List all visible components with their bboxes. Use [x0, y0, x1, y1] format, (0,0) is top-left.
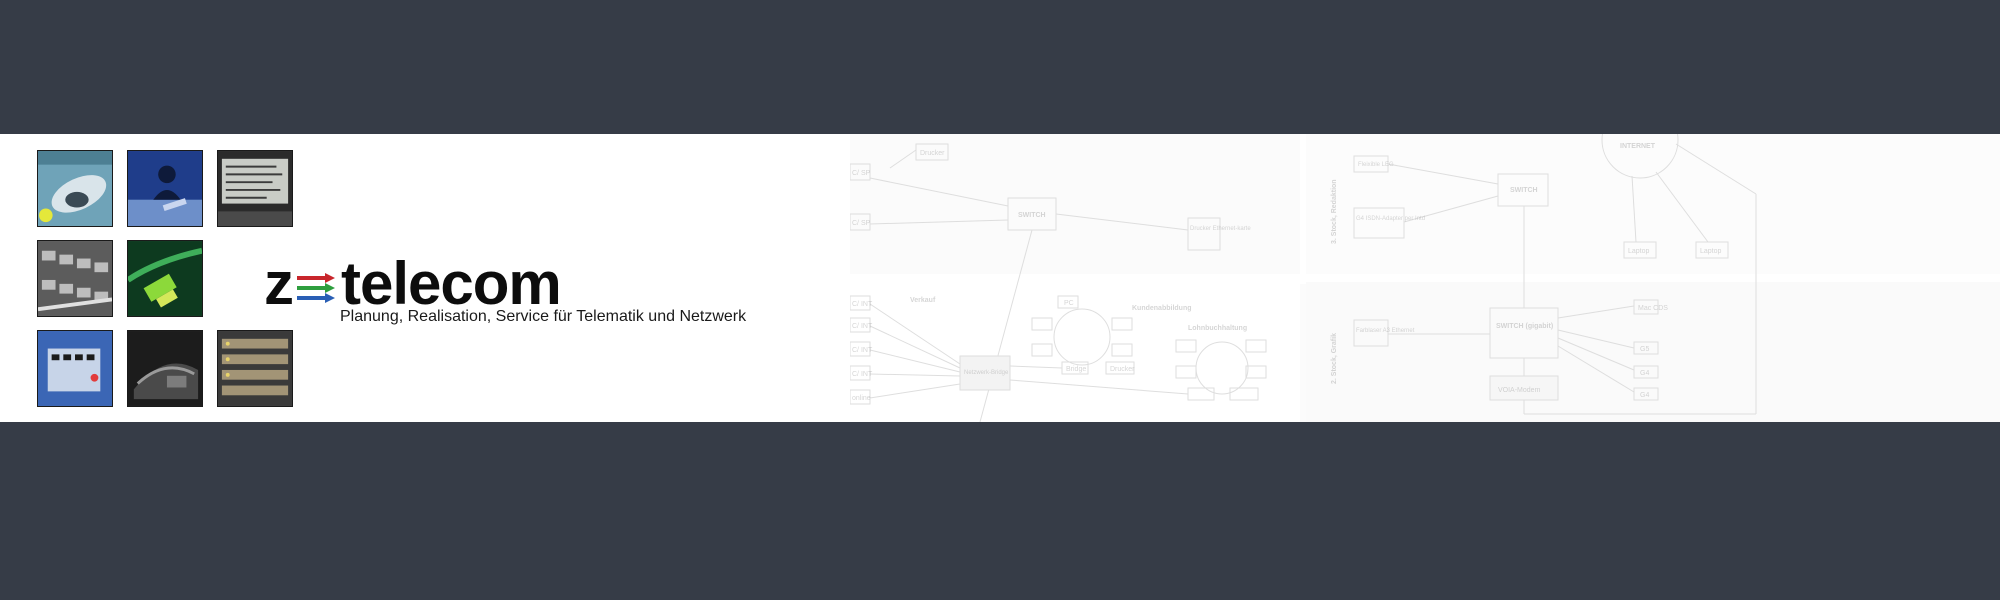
diagram-label: SWITCH	[1510, 187, 1538, 194]
thumb-fiber-connector	[127, 240, 203, 317]
diagram-label: G5	[1640, 346, 1649, 353]
diagram-label: Drucker	[920, 150, 945, 157]
header-banner: z telecom Planung, Realisation, Service …	[0, 134, 2000, 422]
diagram-label: Laptop	[1700, 248, 1722, 255]
thumb-din-rail-module	[37, 330, 113, 407]
thumb-lcd-display	[217, 150, 293, 227]
diagram-label: VOIA-Modem	[1498, 387, 1541, 394]
diagram-label: Drucker	[1110, 366, 1135, 373]
diagram-label: G4	[1640, 370, 1649, 377]
arrow-blue-icon	[297, 293, 335, 303]
thumb-telephone-handset	[37, 150, 113, 227]
thumb-network-patch-panel	[37, 240, 113, 317]
lcd-display-image	[218, 151, 292, 226]
diagram-label: 3. Stock, Redaktion	[1331, 179, 1338, 244]
fiber-connector-image	[128, 241, 202, 316]
diagram-label: C/ INT	[852, 371, 873, 378]
logo-arrows-icon	[297, 273, 335, 303]
person-office-image	[128, 151, 202, 226]
telephone-handset-image	[38, 151, 112, 226]
din-rail-module-image	[38, 331, 112, 406]
diagram-label: Fleixible LEG	[1358, 162, 1394, 168]
diagram-label: C/ INT	[852, 301, 873, 308]
diagram-label: online	[852, 395, 871, 402]
server-rack-image	[218, 331, 292, 406]
diagram-label: Laptop	[1628, 248, 1650, 255]
logo-wordmark: telecom	[341, 250, 562, 317]
diagram-label: Farblaser A3 Ethernet	[1356, 328, 1415, 334]
desk-telephone-image	[128, 331, 202, 406]
thumb-person-office	[127, 150, 203, 227]
diagram-label: Lohnbuchhaltung	[1188, 325, 1247, 332]
company-tagline: Planung, Realisation, Service für Telema…	[340, 308, 747, 325]
diagram-label: G4	[1640, 392, 1649, 399]
diagram-label: Mac CDS	[1638, 305, 1668, 312]
diagram-label: Verkauf	[910, 297, 936, 304]
diagram-label: PC	[1064, 300, 1074, 307]
diagram-label: INTERNET	[1620, 143, 1656, 150]
diagram-label: SWITCH	[1018, 212, 1046, 219]
diagram-label: 2. Stock, Grafik	[1331, 333, 1338, 384]
diagram-label: C/ SP	[852, 170, 871, 177]
diagram-label: SWITCH (gigabit)	[1496, 323, 1553, 330]
diagram-label: G4 ISDN-Adapter per Intd	[1356, 216, 1425, 222]
diagram-label: Drucker Ethernet-karte	[1190, 226, 1251, 232]
patch-panel-image	[38, 241, 112, 316]
diagram-label: Netzwerk-Bridge	[964, 370, 1009, 376]
thumb-server-rack	[217, 330, 293, 407]
arrow-red-icon	[297, 273, 335, 283]
arrow-green-icon	[297, 283, 335, 293]
company-logo[interactable]: z telecom	[264, 250, 562, 317]
diagram-label: C/ SP	[852, 220, 871, 227]
network-diagram: Drucker C/ SP C/ SP SWITCH Drucker Ether…	[850, 134, 2000, 422]
thumb-telephone-desk	[127, 330, 203, 407]
diagram-label: C/ INT	[852, 323, 873, 330]
logo-prefix: z	[264, 250, 294, 317]
diagram-label: Kundenabbildung	[1132, 305, 1192, 312]
diagram-label: Bridge	[1066, 366, 1086, 373]
diagram-label: C/ INT	[852, 347, 873, 354]
